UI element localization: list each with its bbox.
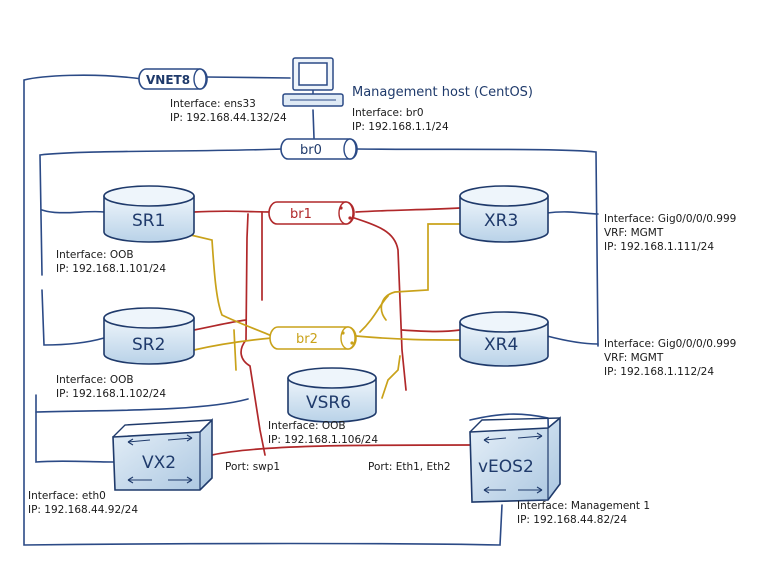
vnet8-outer-loop — [23, 74, 503, 546]
management-host-title: Management host (CentOS) — [352, 85, 533, 100]
br0-right-loop — [355, 148, 599, 347]
xr3-ip: IP: 192.168.1.111/24 — [604, 241, 714, 253]
bridge-br0: br0 — [280, 138, 358, 160]
sr1-mgmt — [41, 209, 105, 214]
vnet8-ip: IP: 192.168.44.132/24 — [170, 112, 287, 124]
xr3-vrf: VRF: MGMT — [604, 227, 664, 239]
br0-left-loop — [39, 148, 283, 276]
sr1-name: SR1 — [132, 211, 165, 231]
vx2-ip: IP: 192.168.44.92/24 — [28, 504, 138, 516]
br2-loop — [359, 295, 389, 333]
switch-vx2[interactable]: VX2 — [112, 418, 213, 491]
red-links — [193, 207, 471, 456]
router-xr3[interactable]: XR3 — [459, 185, 549, 243]
router-sr2[interactable]: SR2 — [103, 307, 195, 365]
sr1-to-br1 — [193, 210, 273, 213]
sr2-mgmt — [41, 289, 105, 346]
veos2-name: vEOS2 — [478, 457, 534, 477]
veos2-port: Port: Eth1, Eth2 — [368, 461, 451, 473]
xr3-yellow — [380, 223, 461, 321]
switch-veos2[interactable]: vEOS2 — [469, 416, 561, 503]
xr3-iface: Interface: Gig0/0/0/0.999 — [604, 213, 736, 225]
vx2-mgmt — [35, 394, 114, 463]
vnet8-bridge: VNET8 — [138, 68, 208, 90]
veos2-iface: Interface: Management 1 — [517, 500, 650, 512]
vnet8-iface: Interface: ens33 — [170, 98, 256, 110]
xr4-vrf: VRF: MGMT — [604, 352, 664, 364]
vsr6-yellow — [381, 355, 401, 399]
br1-drop-right — [347, 215, 407, 391]
management-host-icon — [282, 57, 344, 107]
bridge-br1: br1 — [268, 201, 355, 225]
vx2-port: Port: swp1 — [225, 461, 280, 473]
vx2-iface: Interface: eth0 — [28, 490, 106, 502]
management-host-iface: Interface: br0 — [352, 107, 424, 119]
vsr6-iface: Interface: OOB — [268, 420, 346, 432]
router-vsr6[interactable]: VSR6 — [287, 367, 377, 423]
xr3-mgmt — [546, 211, 599, 215]
br2-to-xr4 — [355, 335, 461, 341]
management-host-ip: IP: 192.168.1.1/24 — [352, 121, 449, 133]
br2-label: br2 — [296, 332, 318, 347]
veos2-upper — [469, 413, 549, 421]
vnet8-to-host — [205, 76, 291, 79]
router-xr4[interactable]: XR4 — [459, 311, 549, 367]
sr1-iface: Interface: OOB — [56, 249, 134, 261]
sr2-yellow — [193, 337, 273, 351]
br1-label: br1 — [290, 207, 312, 222]
xr4-mgmt — [546, 335, 599, 345]
bridge-br2: br2 — [269, 326, 357, 350]
vnet8-label: VNET8 — [146, 73, 190, 87]
sr1-ip: IP: 192.168.1.101/24 — [56, 263, 166, 275]
xr4-ip: IP: 192.168.1.112/24 — [604, 366, 714, 378]
vx2-to-veos2 — [211, 444, 471, 456]
sr2-red — [193, 319, 247, 331]
router-sr1[interactable]: SR1 — [103, 185, 195, 243]
xr4-red — [401, 329, 461, 333]
br0-label: br0 — [300, 143, 322, 158]
xr4-iface: Interface: Gig0/0/0/0.999 — [604, 338, 736, 350]
vx2-to-vsr6-blue — [35, 398, 249, 413]
br1-to-xr3 — [355, 207, 461, 213]
sr2-iface: Interface: OOB — [56, 374, 134, 386]
vsr6-name: VSR6 — [306, 393, 351, 413]
xr4-name: XR4 — [484, 335, 518, 355]
veos2-ip: IP: 192.168.44.82/24 — [517, 514, 627, 526]
yellow-links — [177, 223, 461, 399]
sr2-name: SR2 — [132, 335, 165, 355]
sr1-yellow — [177, 231, 273, 337]
vx2-name: VX2 — [142, 453, 176, 473]
host-to-br0 — [312, 109, 315, 139]
sr2-ip: IP: 192.168.1.102/24 — [56, 388, 166, 400]
xr3-name: XR3 — [484, 211, 518, 231]
vsr6-ip: IP: 192.168.1.106/24 — [268, 434, 378, 446]
yellow-left-drop — [233, 329, 237, 371]
